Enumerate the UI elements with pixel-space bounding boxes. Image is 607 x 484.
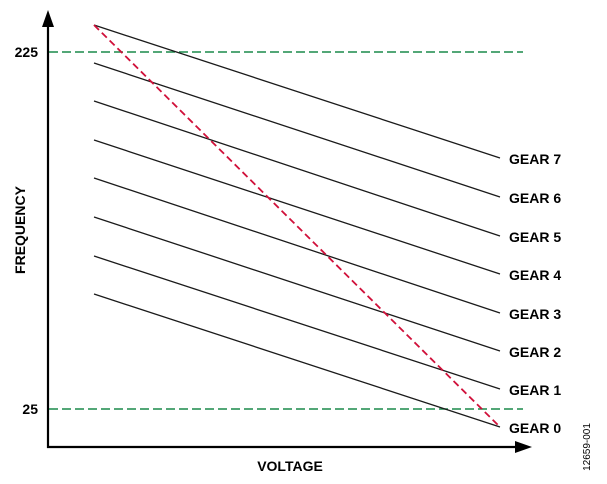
x-axis-arrow-icon [515, 441, 532, 453]
y-tick-225: 225 [15, 44, 39, 60]
gear-line-3 [93, 177, 501, 314]
gear-line-0 [93, 293, 501, 428]
gear-label-0: GEAR 0 [509, 420, 561, 436]
gear-line-5 [93, 100, 501, 237]
gear-label-5: GEAR 5 [509, 229, 561, 245]
y-tick-25: 25 [22, 401, 38, 417]
gear-line-4 [93, 139, 501, 275]
gear-transition-diagonal [93, 24, 501, 428]
gear-label-7: GEAR 7 [509, 151, 561, 167]
gear-labels: GEAR 7 GEAR 6 GEAR 5 GEAR 4 GEAR 3 GEAR 2 GEAR… [509, 151, 561, 436]
gear-label-1: GEAR 1 [509, 382, 561, 398]
y-axis-label: FREQUENCY [12, 185, 28, 274]
gear-line-1 [93, 255, 501, 390]
gear-label-6: GEAR 6 [509, 190, 561, 206]
gear-label-2: GEAR 2 [509, 344, 561, 360]
gear-line-2 [93, 216, 501, 352]
gear-label-4: GEAR 4 [509, 267, 561, 283]
gear-lines [93, 24, 501, 428]
y-axis-arrow-icon [42, 10, 54, 27]
figure-id: 12659-001 [582, 423, 593, 471]
gear-line-7 [93, 24, 501, 159]
gear-label-3: GEAR 3 [509, 306, 561, 322]
x-axis-label: VOLTAGE [257, 458, 323, 474]
gear-line-6 [93, 62, 501, 198]
